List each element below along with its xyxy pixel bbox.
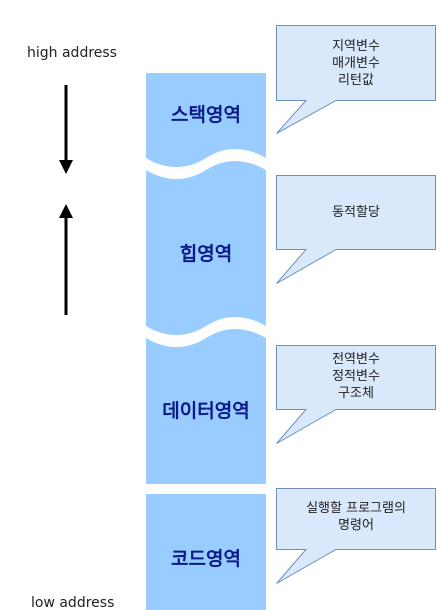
heap-callout: [276, 175, 436, 284]
data-segment: [146, 329, 266, 484]
code-segment: [146, 494, 266, 610]
low-address-label: low address: [31, 595, 115, 610]
data-segment-label: 데이터영역: [162, 400, 250, 422]
callout-line: 구조체: [338, 386, 374, 401]
stack-segment-label: 스택영역: [171, 104, 241, 126]
data-callout-text: 전역변수 정적변수 구조체: [277, 351, 435, 402]
heap-callout-text: 동적할당: [277, 204, 435, 221]
callout-line: 매개변수: [332, 56, 380, 71]
data-callout: [276, 345, 436, 444]
heap-growth-arrow: [59, 204, 73, 315]
stack-segment: [146, 73, 266, 167]
heap-segment: [146, 161, 266, 335]
stack-growth-arrow: [59, 85, 73, 174]
stack-callout: [276, 25, 436, 134]
code-segment-label: 코드영역: [171, 548, 241, 570]
callout-line: 전역변수: [332, 352, 380, 367]
callout-line: 지역변수: [332, 39, 380, 54]
callout-line: 실행할 프로그램의: [306, 501, 406, 516]
callout-line: 정적변수: [332, 369, 380, 384]
callout-line: 동적할당: [332, 205, 380, 220]
stack-callout-text: 지역변수 매개변수 리턴값: [277, 38, 435, 89]
code-callout: [276, 488, 436, 584]
high-address-label: high address: [27, 45, 117, 61]
callout-line: 리턴값: [338, 73, 374, 88]
code-callout-text: 실행할 프로그램의 명령어: [277, 500, 435, 534]
heap-segment-label: 힙영역: [179, 243, 233, 265]
callout-line: 명령어: [338, 518, 374, 533]
